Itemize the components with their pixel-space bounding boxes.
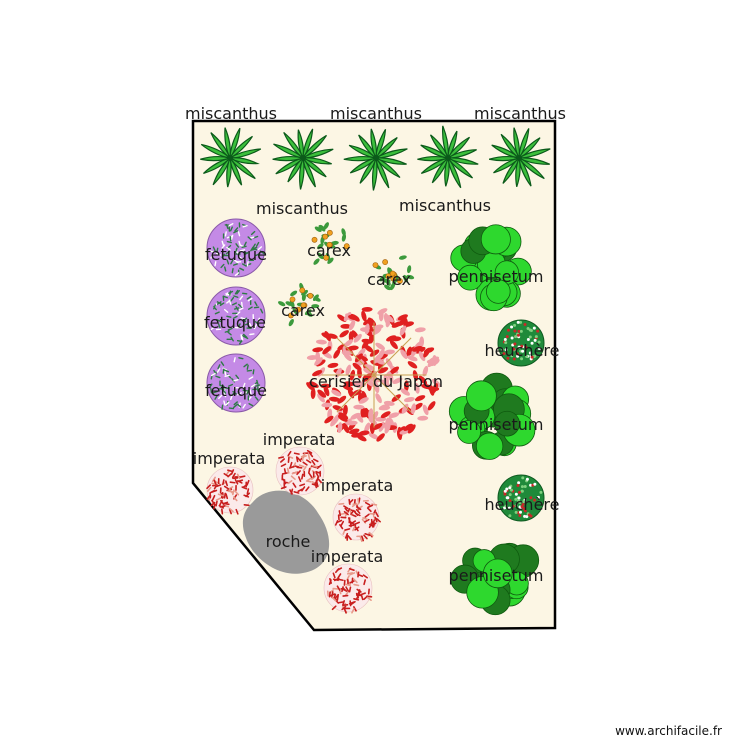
heuchere-plant <box>497 474 545 522</box>
miscanthus-label: miscanthus <box>474 104 566 123</box>
imperata-plant <box>275 446 325 496</box>
watermark: www.archifacile.fr <box>615 724 722 738</box>
miscanthus-label: miscanthus <box>399 196 491 215</box>
carex-label: carex <box>281 301 325 320</box>
fetuque-label: fetuque <box>205 245 267 264</box>
imperata-plant <box>323 563 373 614</box>
pennisetum-label: pennisetum <box>449 566 544 585</box>
fetuque-plant <box>206 218 266 278</box>
pennisetum-plant <box>450 542 540 616</box>
carex-plant <box>372 255 415 291</box>
miscanthus-label: miscanthus <box>185 104 277 123</box>
imperata-label: imperata <box>193 449 266 468</box>
cerisier-label: cerisier du Japon <box>309 372 443 391</box>
carex-label: carex <box>367 270 411 289</box>
heuchere-plant <box>497 319 545 367</box>
plants-layer <box>200 125 551 616</box>
carex-plant <box>278 282 321 327</box>
carex-plant <box>311 222 350 265</box>
miscanthus-plant <box>489 127 551 187</box>
miscanthus-label: miscanthus <box>256 199 348 218</box>
carex-label: carex <box>307 241 351 260</box>
imperata-plant <box>206 466 254 515</box>
cerisier-plant <box>306 306 441 442</box>
miscanthus-plant <box>343 128 408 191</box>
miscanthus-plant <box>200 127 262 188</box>
heuchere-label: heuchère <box>485 495 560 514</box>
roche-label: roche <box>266 532 311 551</box>
miscanthus-plant <box>417 125 479 189</box>
imperata-label: imperata <box>321 476 394 495</box>
miscanthus-plant <box>272 128 334 190</box>
fetuque-plant <box>206 353 266 413</box>
pennisetum-label: pennisetum <box>449 267 544 286</box>
miscanthus-label: miscanthus <box>330 104 422 123</box>
imperata-label: imperata <box>263 430 336 449</box>
heuchere-label: heuchère <box>485 341 560 360</box>
pennisetum-label: pennisetum <box>449 415 544 434</box>
imperata-label: imperata <box>311 547 384 566</box>
labels-layer: miscanthus miscanthus miscanthus miscanthus… <box>185 104 566 585</box>
fetuque-label: fetuque <box>204 313 266 332</box>
imperata-plant <box>332 493 381 543</box>
pennisetum-plant <box>450 224 532 312</box>
fetuque-plant <box>206 286 266 346</box>
roche-plant <box>242 490 330 574</box>
pennisetum-plant <box>448 372 536 460</box>
fetuque-label: fetuque <box>205 381 267 400</box>
